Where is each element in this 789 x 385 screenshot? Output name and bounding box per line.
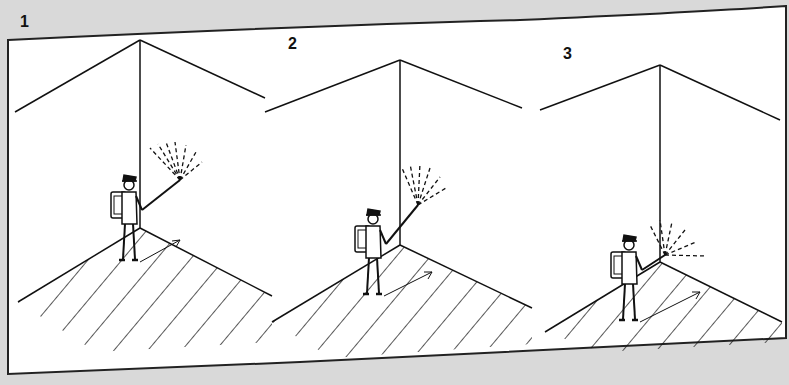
panel-one	[15, 40, 272, 352]
panel-number: 2	[288, 36, 297, 52]
panel-number: 1	[20, 14, 29, 30]
frame	[8, 6, 786, 374]
panel-two	[265, 60, 532, 358]
panel-three	[540, 65, 782, 352]
panel-number: 3	[563, 46, 572, 62]
